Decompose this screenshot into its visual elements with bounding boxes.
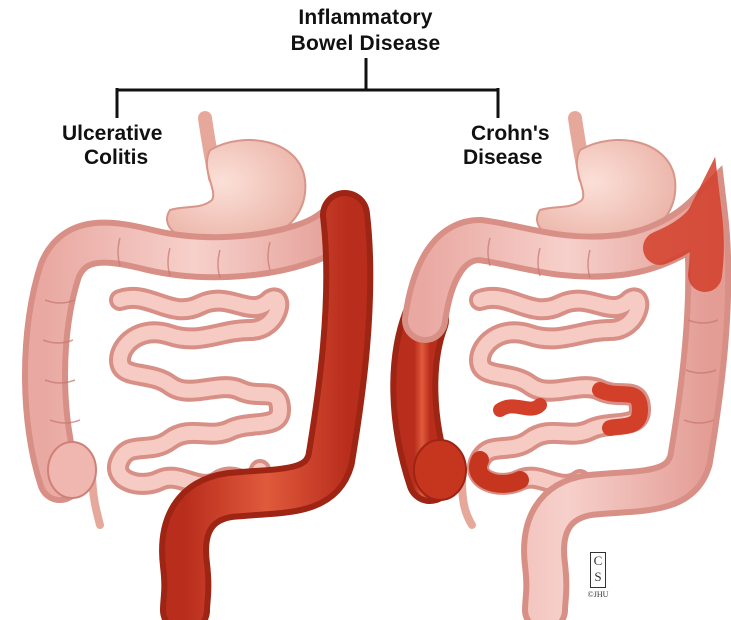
label-ulcerative-colitis: Ulcerative Colitis	[62, 122, 162, 170]
label-ulcerative-colitis-line-1: Ulcerative	[62, 122, 162, 146]
signature-mark: C S	[590, 552, 606, 588]
crohns-patch-small-1	[600, 390, 640, 428]
label-crohns-disease-line-1: Crohn's	[463, 122, 550, 146]
copyright-text: ©JHU	[578, 590, 618, 599]
appendix-right	[462, 480, 472, 525]
label-crohns-disease: Crohn's Disease	[463, 122, 550, 170]
small-intestine-left	[118, 298, 280, 485]
signature-mark-bottom: S	[591, 569, 605, 585]
signature-mark-top: C	[591, 553, 605, 569]
crohns-disease-illustration	[414, 118, 718, 610]
artist-signature: C S ©JHU	[578, 552, 618, 599]
colon-healthy-right	[425, 215, 708, 610]
cecum-left	[48, 442, 96, 498]
cecum-right-inflamed	[414, 440, 466, 500]
label-crohns-disease-line-2: Disease	[463, 146, 550, 170]
small-intestine-right	[478, 298, 640, 485]
crohns-patch-small-2	[500, 405, 540, 410]
tree-connector	[117, 58, 498, 118]
ulcerative-colitis-illustration	[43, 118, 348, 610]
label-ulcerative-colitis-line-2: Colitis	[62, 146, 162, 170]
